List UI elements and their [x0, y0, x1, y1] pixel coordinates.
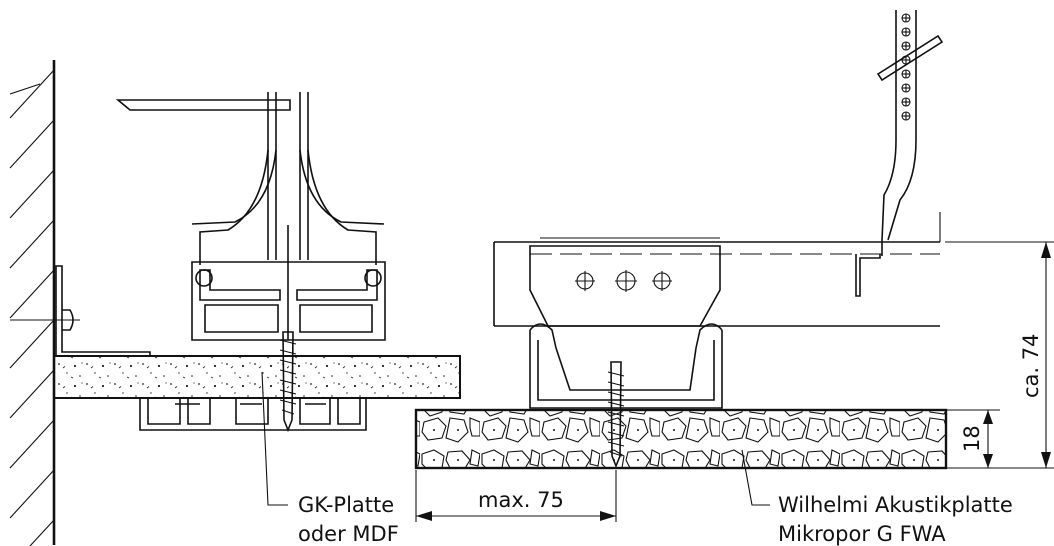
- akustikplatte-panel: [414, 408, 948, 470]
- right-main-channel: [493, 237, 940, 327]
- label-mikropor: Mikropor G FWA: [778, 522, 946, 546]
- leader-lines: [261, 371, 770, 506]
- label-oder-mdf: oder MDF: [298, 522, 399, 546]
- dimension-18: [946, 409, 1000, 468]
- wall-angle-bracket: [10, 265, 151, 357]
- dimension-label-max-75: max. 75: [478, 488, 564, 512]
- left-hanger-rail: [115, 92, 385, 265]
- dimension-label-18: 18: [960, 425, 984, 452]
- dimension-ca-74: [939, 212, 1054, 469]
- right-screw: [607, 361, 625, 469]
- wall: [9, 60, 56, 546]
- left-screw: [279, 331, 297, 433]
- left-carrier-profile: [191, 225, 386, 341]
- under-rails: [139, 398, 367, 431]
- right-hanger: [876, 10, 944, 241]
- dimension-max-75: [415, 470, 617, 522]
- label-gk-platte: GK-Platte: [298, 493, 394, 517]
- right-u-profile: [529, 323, 723, 409]
- dimension-label-ca-74: ca. 74: [1019, 334, 1043, 399]
- right-clip: [529, 245, 721, 327]
- gk-platte-board: [53, 355, 461, 399]
- label-akustikplatte: Wilhelmi Akustikplatte: [778, 493, 1013, 517]
